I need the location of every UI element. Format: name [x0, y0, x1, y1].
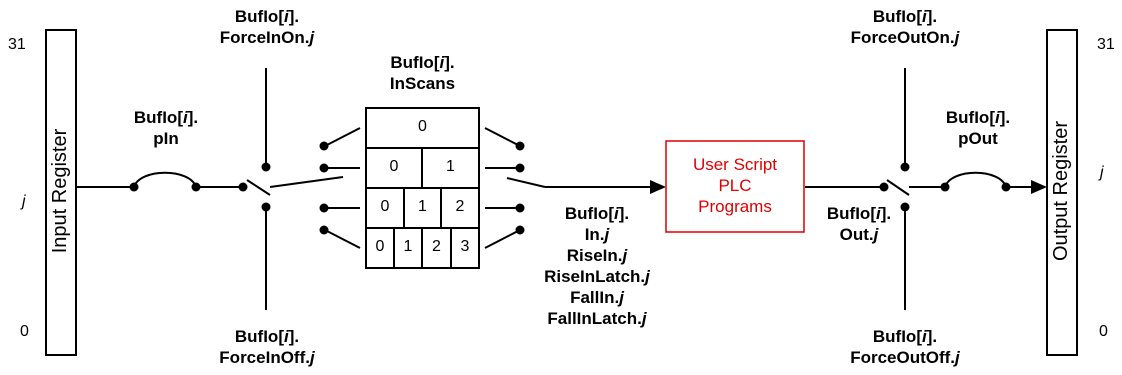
- scan-cell-2: 2: [455, 198, 465, 215]
- output-register-box: [1046, 29, 1078, 356]
- to-scan-switch: [269, 176, 344, 188]
- scan-cell-1: 1: [418, 198, 427, 215]
- scan-cell-3: 3: [460, 238, 470, 255]
- arrow-to-plc: [650, 180, 666, 194]
- scan-right-0: [484, 127, 521, 147]
- force-out-off-label: BufIo[i]. ForceOutOff.j: [850, 327, 960, 367]
- input-index-mid: j: [22, 193, 26, 210]
- output-index-top: 31: [1097, 36, 1115, 53]
- input-index-bottom: 0: [20, 323, 29, 340]
- input-register-box: [45, 29, 77, 356]
- force-in-blade: [246, 179, 271, 196]
- scan-left-0: [324, 127, 361, 147]
- arrow-to-output: [1031, 180, 1047, 194]
- scan-left-3: [324, 229, 361, 249]
- pout-bridge: [944, 171, 1007, 188]
- pout-label: BufIo[i]. pOut: [945, 108, 1011, 148]
- force-out-on-label: BufIo[i]. ForceOutOn.j: [850, 7, 960, 47]
- force-out-blade: [886, 179, 910, 196]
- in-group-label: BufIo[i]. In.j RiseIn.j RiseInLatch.j Fa…: [544, 204, 650, 328]
- scan-cell-1: 1: [446, 158, 455, 175]
- scan-cell-0: 0: [389, 158, 399, 175]
- output-index-bottom: 0: [1099, 323, 1108, 340]
- scan-cell-0: 0: [418, 118, 427, 135]
- plc-line2: PLC: [718, 176, 752, 195]
- input-register-title: Input Register: [49, 128, 71, 254]
- scan-cell-0: 0: [380, 198, 390, 215]
- out-label: BufIo[i]. Out.j: [826, 204, 892, 244]
- scan-cell-0: 0: [375, 238, 385, 255]
- in-scans-label: BufIo[i]. InScans: [389, 53, 456, 93]
- plc-box: [665, 140, 805, 233]
- plc-line3: Programs: [698, 197, 772, 216]
- scan-cell-1: 1: [403, 238, 413, 255]
- pin-label: BufIo[i]. pIn: [133, 108, 199, 148]
- scan-out-blade: [506, 177, 546, 188]
- output-register-title: Output Register: [1050, 120, 1072, 262]
- scan-cell-2: 2: [432, 238, 441, 255]
- plc-line1: User Script: [692, 155, 778, 174]
- scan-right-3: [484, 229, 521, 249]
- force-in-off-label: BufIo[i]. ForceInOff.j: [219, 327, 315, 367]
- pin-bridge: [133, 171, 197, 188]
- input-index-top: 31: [8, 36, 26, 53]
- force-in-on-label: BufIo[i]. ForceInOn.j: [219, 7, 315, 47]
- output-index-mid: j: [1100, 164, 1104, 181]
- plc-box-text: User Script PLC Programs: [666, 154, 804, 217]
